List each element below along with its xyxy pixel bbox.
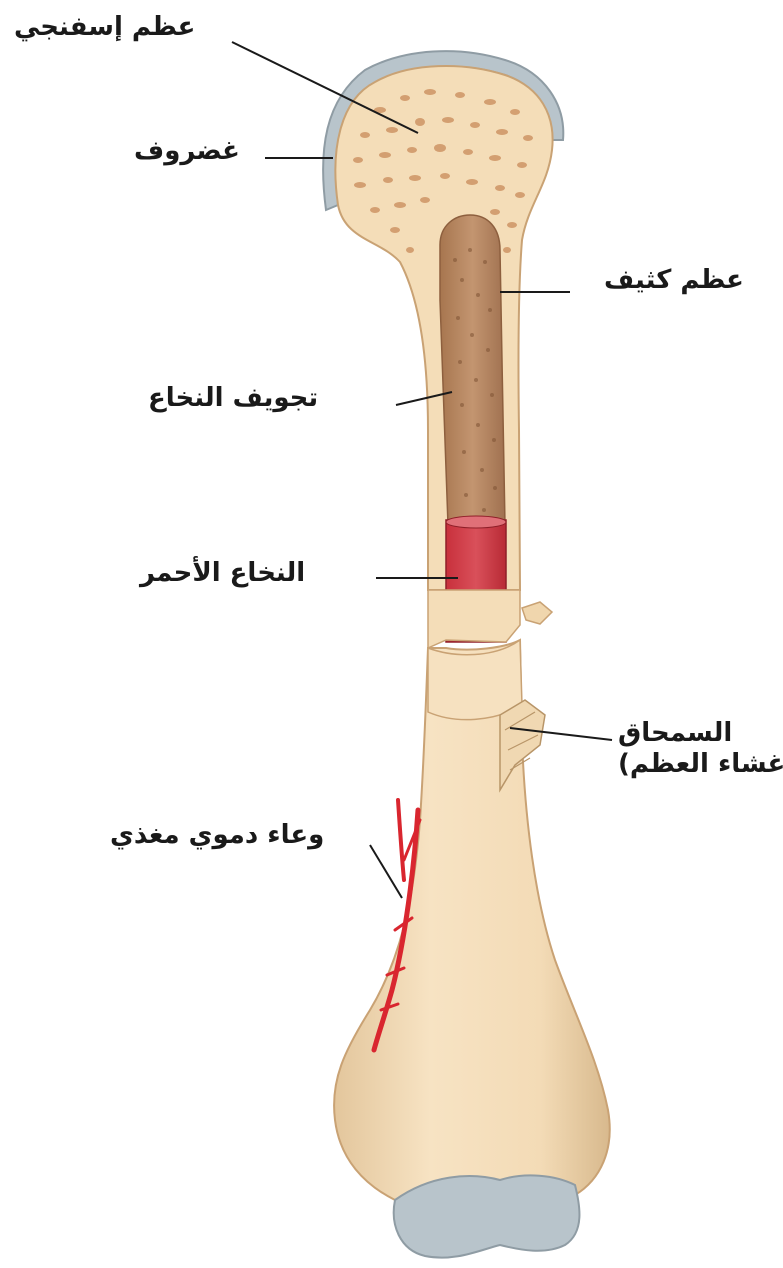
label-marrow-cavity: تجويف النخاع xyxy=(148,383,318,414)
label-compact-bone: عظم كثيف xyxy=(604,265,744,296)
label-blood-vessel: وعاء دموي مغذي xyxy=(110,820,324,851)
bone-fragment xyxy=(522,602,552,624)
label-cartilage: غضروف xyxy=(134,136,240,167)
marrow-cavity xyxy=(440,215,505,525)
distal-cartilage xyxy=(394,1175,580,1257)
label-periosteum: السمحاق (غشاء العظم) xyxy=(618,718,783,780)
label-spongy-bone: عظم إسفنجي xyxy=(14,12,195,43)
label-periosteum-line1: السمحاق xyxy=(618,718,783,749)
red-marrow-top xyxy=(446,516,506,528)
label-red-marrow: النخاع الأحمر xyxy=(140,558,305,589)
broken-bone-edge xyxy=(428,590,520,648)
lower-bone-shaft xyxy=(334,640,610,1200)
label-periosteum-line2: (غشاء العظم) xyxy=(618,749,783,780)
